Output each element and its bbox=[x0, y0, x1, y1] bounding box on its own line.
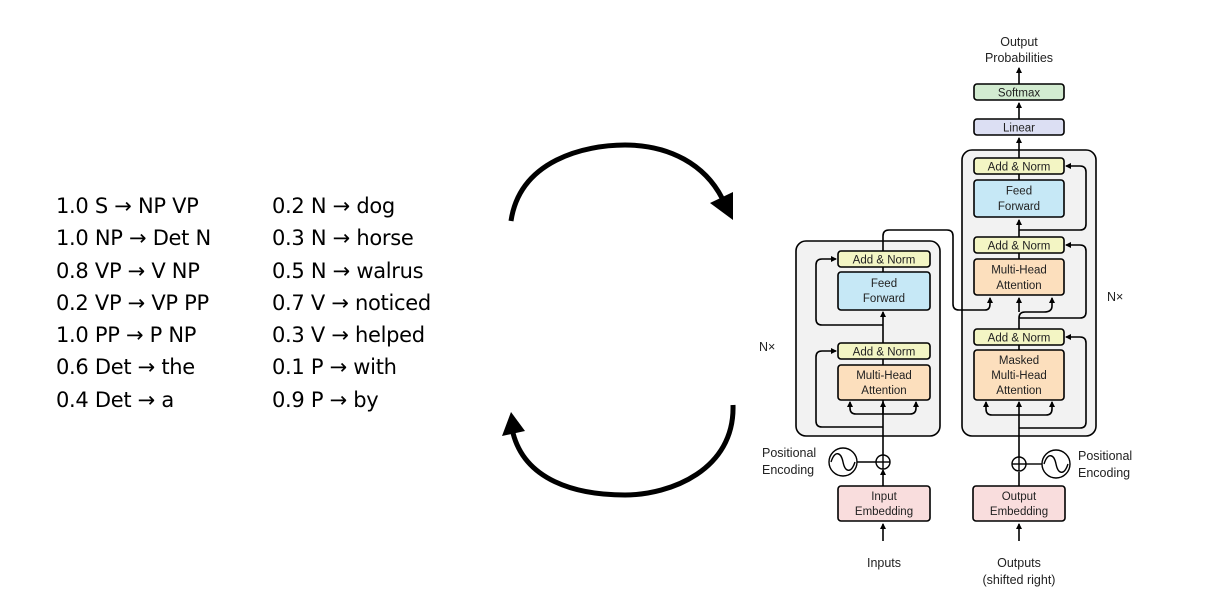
grammar-left-column: 1.0 S → NP VP 1.0 NP → Det N 0.8 VP → V … bbox=[56, 190, 211, 416]
grammar-right-column: 0.2 N → dog 0.3 N → horse 0.5 N → walrus… bbox=[272, 190, 431, 416]
input-embedding-block: Input Embedding bbox=[837, 485, 931, 522]
cycle-arrow-top-icon bbox=[508, 142, 733, 222]
decoder-repeat-label: N× bbox=[1107, 290, 1123, 304]
encoder-positional-encoding-label: Positional bbox=[762, 446, 816, 460]
grammar-rule: 0.6 Det → the bbox=[56, 355, 195, 380]
svg-text:Attention: Attention bbox=[996, 385, 1041, 397]
svg-text:Add & Norm: Add & Norm bbox=[853, 347, 916, 359]
encoder-multi-head-attention: Multi-Head Attention bbox=[837, 364, 931, 401]
encoder-positional-encoding-label-2: Encoding bbox=[762, 463, 814, 477]
grammar-rule: 0.2 VP → VP PP bbox=[56, 290, 209, 315]
grammar-rule: 0.8 VP → V NP bbox=[56, 258, 200, 283]
decoder-feed-forward: Feed Forward bbox=[973, 179, 1065, 218]
output-probabilities-label-2: Probabilities bbox=[985, 51, 1053, 65]
svg-text:Forward: Forward bbox=[863, 293, 905, 305]
svg-text:Multi-Head: Multi-Head bbox=[991, 370, 1047, 382]
grammar-rule: 0.1 P → with bbox=[272, 355, 397, 380]
svg-text:Add & Norm: Add & Norm bbox=[988, 241, 1051, 253]
encoder-sine-wave-icon bbox=[828, 447, 876, 477]
softmax-block: Softmax bbox=[973, 83, 1065, 101]
outputs-label: Outputs bbox=[997, 556, 1041, 570]
svg-text:Feed: Feed bbox=[1006, 186, 1032, 198]
svg-text:Embedding: Embedding bbox=[855, 506, 913, 518]
grammar-rule: 0.2 N → dog bbox=[272, 194, 395, 218]
svg-text:Multi-Head: Multi-Head bbox=[856, 370, 912, 382]
svg-text:Input: Input bbox=[871, 491, 897, 503]
grammar-rule: 0.4 Det → a bbox=[56, 387, 174, 412]
svg-text:Linear: Linear bbox=[1003, 123, 1035, 135]
grammar-rule: 0.9 P → by bbox=[272, 387, 379, 412]
outputs-shifted-label: (shifted right) bbox=[983, 573, 1056, 587]
grammar-rule: 0.7 V → noticed bbox=[272, 290, 431, 315]
decoder-sine-wave-icon bbox=[1026, 449, 1071, 479]
svg-text:Attention: Attention bbox=[996, 280, 1041, 292]
linear-block: Linear bbox=[973, 118, 1065, 136]
grammar-rule: 0.5 N → walrus bbox=[272, 258, 424, 283]
cycle-arrow-bottom-icon bbox=[502, 404, 736, 498]
encoder-feed-forward: Feed Forward bbox=[837, 271, 931, 311]
decoder-add-norm-top: Add & Norm bbox=[973, 157, 1065, 175]
encoder-add-norm-top: Add & Norm bbox=[837, 250, 931, 268]
encoder-stack bbox=[795, 240, 941, 437]
svg-text:Embedding: Embedding bbox=[990, 506, 1048, 518]
svg-text:Add & Norm: Add & Norm bbox=[988, 333, 1051, 345]
svg-text:Add & Norm: Add & Norm bbox=[853, 255, 916, 267]
inputs-label: Inputs bbox=[867, 556, 901, 570]
output-embedding-block: Output Embedding bbox=[972, 485, 1066, 522]
svg-text:Add & Norm: Add & Norm bbox=[988, 162, 1051, 174]
grammar-rule: 1.0 PP → P NP bbox=[56, 323, 197, 348]
encoder-add-norm-bottom: Add & Norm bbox=[837, 342, 931, 360]
svg-text:Masked: Masked bbox=[999, 355, 1039, 367]
decoder-positional-encoding-label-2: Encoding bbox=[1078, 466, 1130, 480]
decoder-add-norm-bottom: Add & Norm bbox=[973, 328, 1065, 346]
decoder-multi-head-attention: Multi-Head Attention bbox=[973, 258, 1065, 296]
svg-text:Feed: Feed bbox=[871, 278, 897, 290]
grammar-rule: 1.0 S → NP VP bbox=[56, 194, 199, 218]
encoder-repeat-label: N× bbox=[759, 340, 775, 354]
output-probabilities-label: Output bbox=[1000, 35, 1038, 49]
encoder-add-icon bbox=[875, 454, 891, 470]
grammar-rule: 0.3 N → horse bbox=[272, 226, 414, 251]
grammar-rule: 0.3 V → helped bbox=[272, 323, 425, 348]
decoder-masked-multi-head-attention: Masked Multi-Head Attention bbox=[973, 349, 1065, 401]
svg-text:Output: Output bbox=[1002, 491, 1037, 503]
svg-text:Softmax: Softmax bbox=[998, 88, 1040, 100]
decoder-add-norm-mid: Add & Norm bbox=[973, 236, 1065, 254]
svg-text:Multi-Head: Multi-Head bbox=[991, 265, 1047, 277]
decoder-positional-encoding-label: Positional bbox=[1078, 449, 1132, 463]
decoder-add-icon bbox=[1011, 456, 1027, 472]
svg-text:Attention: Attention bbox=[861, 385, 906, 397]
svg-text:Forward: Forward bbox=[998, 201, 1040, 213]
grammar-rule: 1.0 NP → Det N bbox=[56, 226, 211, 251]
